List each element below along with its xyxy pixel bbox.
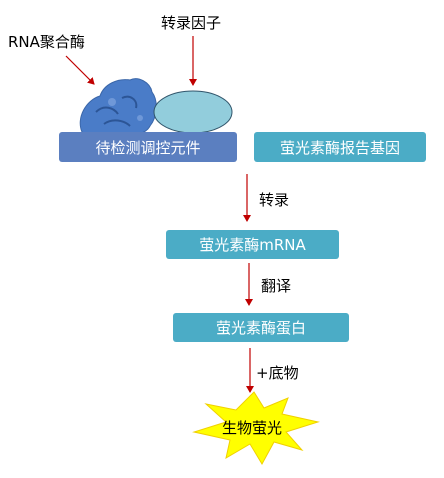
substrate-label: +底物 [256, 364, 299, 382]
luciferase-mrna-box: 萤光素酶mRNA [166, 230, 339, 259]
bioluminescence-label: 生物萤光 [222, 419, 283, 437]
luciferase-protein-box: 萤光素酶蛋白 [173, 313, 349, 342]
rna-polymerase-shape [79, 78, 157, 137]
transcription-label: 转录 [259, 191, 290, 209]
transcription-factor-label: 转录因子 [161, 14, 222, 32]
element-under-test-box: 待检测调控元件 [59, 132, 237, 162]
transcription-factor-shape [153, 90, 233, 134]
reporter-gene-box: 萤光素酶报告基因 [254, 132, 426, 162]
translation-label: 翻译 [261, 277, 292, 295]
rna-polymerase-label: RNA聚合酶 [8, 33, 85, 51]
polymerase-pointer-arrow [65, 55, 95, 85]
bioluminescence-burst [192, 391, 320, 466]
